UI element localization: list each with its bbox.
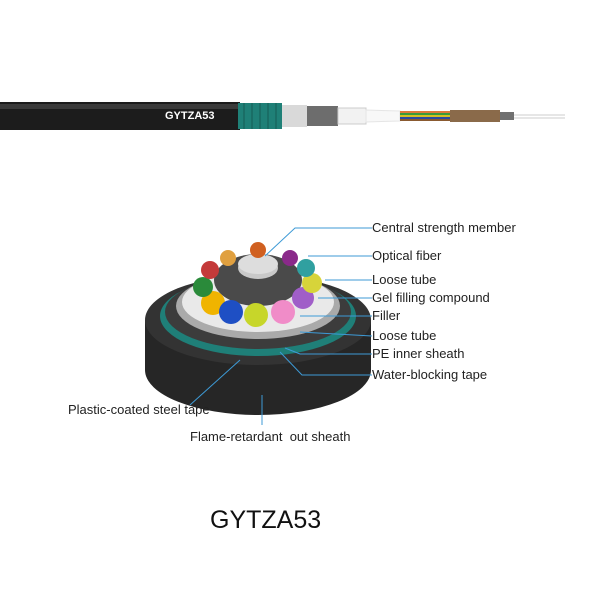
label-gel-filling-compound: Gel filling compound [372,290,490,305]
cable-cross-section [145,242,371,415]
cable-side-view [0,102,565,130]
label-optical-fiber: Optical fiber [372,248,442,263]
label-pe-inner-sheath: PE inner sheath [372,346,465,361]
label-loose-tube-2: Loose tube [372,328,437,343]
loose-tubes [193,242,322,327]
label-water-blocking-tape: Water-blocking tape [372,367,488,382]
label-plastic-coated-steel-tape: Plastic-coated steel tape [68,402,210,417]
leader-lines [189,227,373,425]
cable-print: GYTZA53 [165,110,215,122]
label-filler: Filler [372,308,401,323]
diagram-title: GYTZA53 [210,506,322,534]
label-loose-tube: Loose tube [372,272,437,287]
label-central-strength-member: Central strength member [372,220,516,235]
label-flame-retardant-out-sheath: Flame-retardant out sheath [190,429,351,444]
